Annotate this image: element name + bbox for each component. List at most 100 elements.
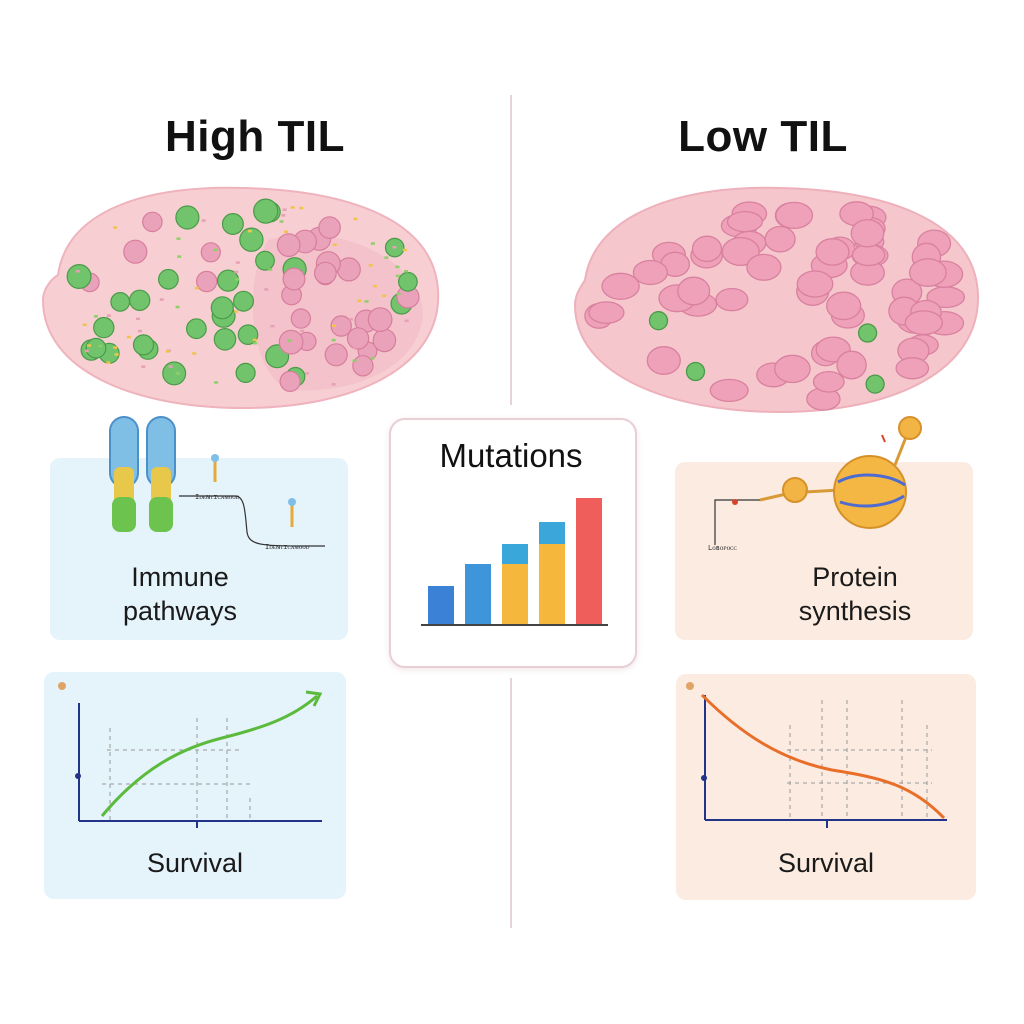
immune-pathways-panel [50,458,348,640]
cell-speck [106,361,111,364]
cell-speck [370,357,375,360]
cell-speck [137,329,142,333]
cell-speck [235,278,240,281]
protein-synthesis-label-line2: synthesis [798,596,912,626]
immune-cell [185,318,207,340]
immune-pathways-label-line2: pathways [122,596,238,626]
immune-cell [162,361,187,386]
divider-top [510,95,512,405]
cell-speck [291,271,296,275]
cell-speck [353,346,357,349]
tumor-cell [836,350,867,380]
immune-cell [128,289,151,312]
tumor-cell [314,261,337,285]
svg-text:Lᴏʙᴏᴘᴏᴄᴄ: Lᴏʙᴏᴘᴏᴄᴄ [708,544,737,552]
protein-synthesis-label-line1: Protein [812,562,898,592]
tumor-cell [352,355,374,377]
cell-speck [126,335,131,339]
cell-speck [176,237,181,240]
immune-cell [239,227,264,252]
mutations-label: Mutations [439,437,583,474]
tumor-cell [336,257,361,282]
immune-cell [255,250,275,271]
cell-speck [201,219,206,222]
cell-speck [253,342,258,345]
cell-speck [113,226,118,229]
immune-cell [237,324,259,345]
cell-speck [404,319,409,322]
tumor-cell [276,233,301,257]
high-til-title: High TIL [165,112,345,161]
tumor-cell [195,270,218,293]
tumor-cell [142,211,163,233]
low-til-title: Low TIL [678,112,848,161]
tumor-cell [851,243,886,267]
cell-speck [357,299,362,302]
svg-text:Iᴅᴇɴᴛɪᴄᴀᴍᴏᴏᴅ: Iᴅᴇɴᴛɪᴄᴀᴍᴏᴏᴅ [195,493,240,501]
cell-speck [114,353,119,356]
tumor-cell [850,218,885,248]
tumor-cell [677,276,711,306]
cell-speck [175,372,180,375]
tumor-cell [908,258,947,287]
cell-speck [194,287,199,290]
cell-speck [332,243,337,246]
cell-speck [235,261,240,264]
tumor-cell [775,201,814,230]
cell-speck [282,208,287,211]
cell-speck [192,352,197,355]
cell-speck [234,270,239,274]
immune-cell [685,361,706,382]
cell-speck [396,292,401,296]
tumor-cell [367,307,393,333]
protein-synthesis-label: Protein synthesis [725,560,985,628]
cell-speck [404,270,408,273]
tumor-cell [346,327,370,350]
cell-speck [135,317,140,321]
tumor-cell [826,291,862,321]
cell-speck [395,274,400,278]
cell-speck [300,329,305,333]
mutation-bar-3-bottom [502,564,528,624]
immune-cell [253,198,279,224]
immune-cell [66,263,92,289]
tumor-cell [774,354,811,384]
immune-cell [221,212,244,235]
immune-receptor-icon: Iᴅᴇɴᴛɪᴄᴀᴍᴏᴏᴅ Iᴅᴇɴᴛɪᴄᴀᴍᴏᴏᴅ [109,416,326,551]
survival-low-chart [686,682,947,828]
low-til-tissue-illustration [573,186,980,414]
protein-synthesis-icon: Lᴏʙᴏᴘᴏᴄᴄ [708,416,922,552]
cell-speck [141,365,146,368]
tumor-cell [709,378,749,403]
cell-speck [372,284,377,288]
svg-text:Iᴅᴇɴᴛɪᴄᴀᴍᴏᴏᴅ: Iᴅᴇɴᴛɪᴄᴀᴍᴏᴏᴅ [265,543,310,551]
cell-speck [93,315,98,318]
cell-speck [382,294,387,298]
tumor-cell [601,272,640,300]
immune-cell [217,269,240,292]
cell-speck [370,242,375,245]
immune-cell [865,374,885,394]
cell-speck [214,381,219,384]
cell-speck [352,359,357,362]
immune-cell [210,296,234,320]
immune-cell [85,337,107,359]
tumor-cell [279,370,301,392]
mutation-bar-4-top [539,522,565,544]
cell-speck [331,338,336,342]
high-til-tissue-illustration [41,186,440,410]
cell-speck [332,324,336,328]
cell-speck [279,220,284,223]
immune-cell [233,290,255,312]
cell-speck [87,344,91,347]
cell-speck [106,314,111,317]
tumor-cell [746,253,782,281]
cell-speck [395,265,400,269]
tumor-cell [372,328,397,353]
cell-speck [82,323,87,326]
immune-pathways-label: Immune pathways [50,560,310,628]
immune-pathways-label-line1: Immune [131,562,229,592]
tumor-cell [796,270,834,298]
mutation-bar-4-bottom [539,544,565,624]
tumor-cell [726,210,763,233]
